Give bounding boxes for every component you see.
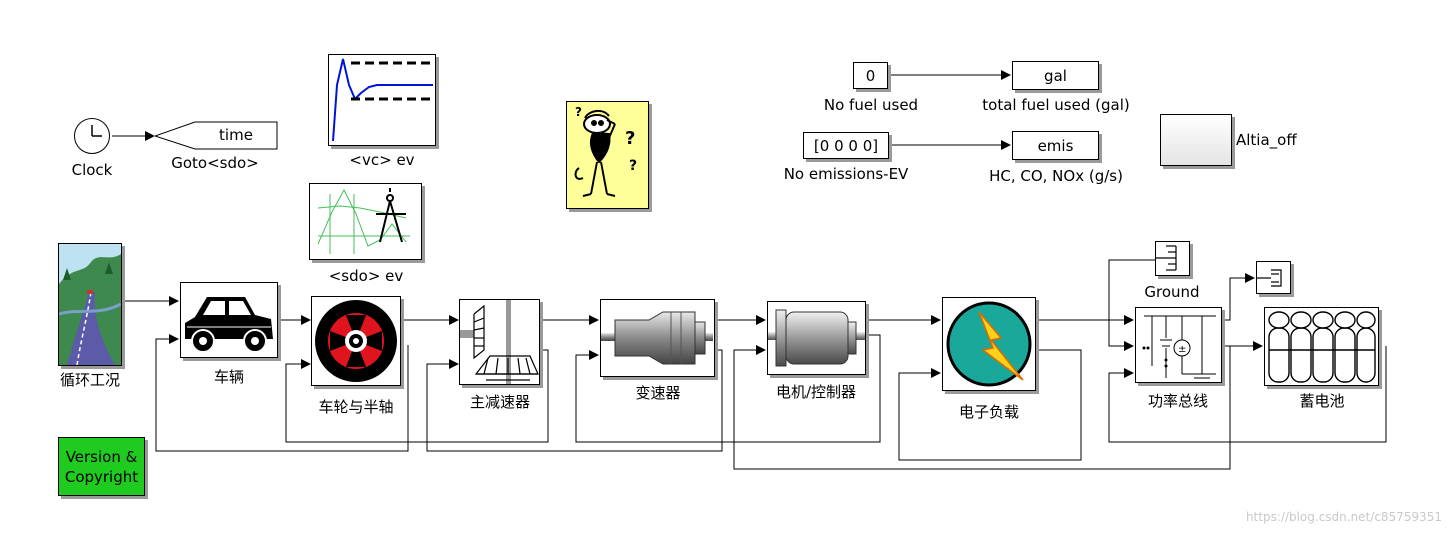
scope-sdo-block[interactable] <box>309 183 422 260</box>
gal-block[interactable]: gal <box>1012 61 1099 90</box>
help-block[interactable]: ? ? ? <box>566 101 649 209</box>
power-bus-block[interactable]: ± <box>1135 307 1222 383</box>
version-copyright-button[interactable]: Version & Copyright <box>58 437 145 496</box>
svg-text:?: ? <box>625 128 635 149</box>
motor-icon <box>768 309 865 367</box>
goto-tag-text: time <box>219 126 253 144</box>
gal-label: total fuel used (gal) <box>982 96 1130 114</box>
lightning-bolt-icon <box>946 301 1032 387</box>
clock-icon <box>91 125 102 137</box>
emissions-constant-block[interactable]: [0 0 0 0] <box>803 132 889 159</box>
emis-block[interactable]: emis <box>1012 131 1099 160</box>
emis-label: HC, CO, NOx (g/s) <box>989 167 1123 185</box>
electrical-load-block[interactable] <box>942 297 1036 391</box>
vehicle-block[interactable] <box>180 282 278 358</box>
final-drive-label: 主减速器 <box>469 393 530 411</box>
fuel-constant-block[interactable]: 0 <box>853 62 888 89</box>
wheel-icon <box>315 300 397 382</box>
motor-controller-block[interactable] <box>767 301 866 375</box>
emissions-constant-label: No emissions-EV <box>783 165 909 183</box>
scope-vc-label: <vc> ev <box>349 151 415 169</box>
gearbox-label: 变速器 <box>635 384 681 402</box>
scope-waveform-icon <box>332 58 433 142</box>
altia-block[interactable] <box>1160 114 1232 166</box>
wheel-axle-label: 车轮与半轴 <box>318 398 394 416</box>
confused-person-icon: ? ? ? <box>574 105 637 197</box>
car-icon <box>185 297 273 353</box>
clock-label: Clock <box>71 161 113 179</box>
watermark: https://blog.csdn.net/c85759351 <box>1245 510 1442 524</box>
gearbox-block[interactable] <box>600 299 715 377</box>
drive-cycle-label: 循环工况 <box>59 371 120 389</box>
wheel-axle-block[interactable] <box>311 296 401 386</box>
ground-icon <box>1156 245 1177 271</box>
final-drive-block[interactable] <box>459 299 540 385</box>
terminator-block[interactable] <box>1256 261 1291 294</box>
scope-drafting-icon <box>317 188 410 254</box>
clock-block[interactable] <box>74 118 110 154</box>
version-copyright-text: Version & Copyright <box>64 447 139 486</box>
svg-text:?: ? <box>629 158 637 174</box>
svg-text:±: ± <box>1178 344 1186 355</box>
vehicle-label: 车辆 <box>213 368 244 386</box>
battery-block[interactable] <box>1264 307 1379 386</box>
motor-controller-label: 电机/控制器 <box>775 383 857 401</box>
battery-cells-icon <box>1268 311 1376 383</box>
goto-block[interactable] <box>155 121 279 151</box>
goto-label: Goto<sdo> <box>171 154 259 172</box>
fuel-constant-label: No fuel used <box>823 96 919 114</box>
scope-sdo-label: <sdo> ev <box>328 267 404 285</box>
drive-cycle-block[interactable] <box>58 243 122 366</box>
svg-text:?: ? <box>575 105 582 119</box>
terminator-icon <box>1257 269 1282 287</box>
scope-vc-block[interactable] <box>328 54 436 146</box>
altia-label: Altia_off <box>1236 131 1297 149</box>
gear-mesh-icon <box>460 300 539 384</box>
battery-label: 蓄电池 <box>1299 392 1345 410</box>
ground-label: Ground <box>1144 283 1200 301</box>
gearbox-icon <box>601 311 713 365</box>
power-bus-circuit-icon: ± <box>1142 315 1216 379</box>
ground-block[interactable] <box>1155 241 1190 276</box>
road-landscape-icon <box>58 244 122 366</box>
power-bus-label: 功率总线 <box>1147 392 1208 410</box>
electrical-load-label: 电子负载 <box>958 403 1019 421</box>
